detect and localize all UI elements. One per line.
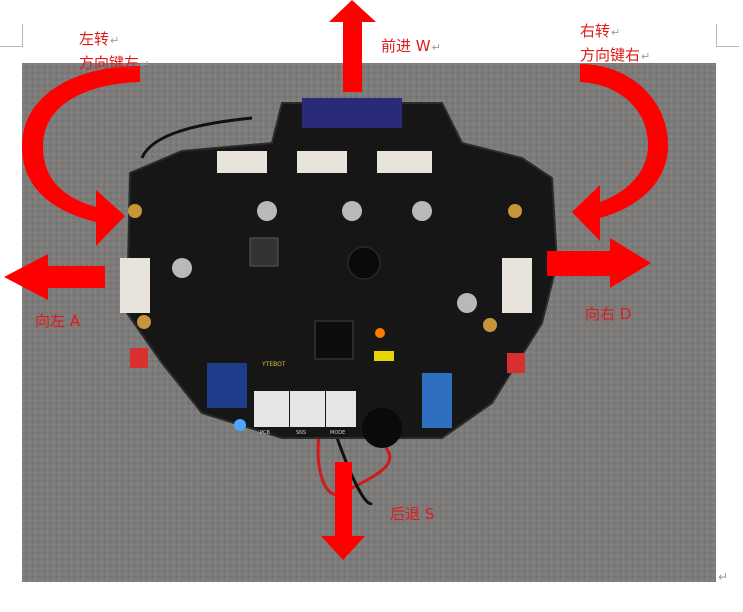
label-turn-right-key: 方向键右 <box>580 46 641 64</box>
paragraph-mark: ↵ <box>641 50 651 63</box>
page-corner-top-right <box>716 24 739 47</box>
switch-label-2: SNS <box>296 430 306 436</box>
label-turn-left-key: 方向键左 <box>79 54 140 72</box>
board-logo: YTEBOT <box>261 361 286 368</box>
module <box>422 373 452 428</box>
connector <box>502 258 532 313</box>
label-turn-left-text: 左转 <box>79 30 110 48</box>
mcu-chip <box>314 320 354 360</box>
connector <box>120 258 150 313</box>
arrow-turn-right <box>572 64 668 241</box>
connector <box>217 151 267 173</box>
label-turn-right: 右转↵ 方向键右↵ <box>580 20 650 68</box>
label-right: 向右 D <box>585 303 631 325</box>
paragraph-mark: ↵ <box>140 58 150 71</box>
top-cable <box>302 98 402 128</box>
connector <box>297 151 347 173</box>
label-turn-right-text: 右转 <box>580 22 611 40</box>
label-backward: 后退 S <box>390 503 434 525</box>
arrow-right <box>547 238 651 288</box>
end-paragraph-mark: ↵ <box>718 570 729 584</box>
switch-label-3: MODE <box>330 430 345 436</box>
arrow-left <box>4 254 105 300</box>
paragraph-mark: ↵ <box>110 34 120 47</box>
paragraph-mark: ↵ <box>431 41 441 54</box>
label-left: 向左 A <box>35 310 80 332</box>
page-corner-top-left <box>0 24 23 47</box>
module <box>207 363 247 408</box>
label-turn-left: 左转↵ 方向键左↵ <box>79 28 149 76</box>
switch-label-1: PCB <box>260 430 271 436</box>
paragraph-mark: ↵ <box>611 26 621 39</box>
label-forward-text: 前进 W <box>381 37 431 55</box>
label-left-text: 向左 A <box>35 312 81 330</box>
connector <box>377 151 432 173</box>
arrow-forward <box>329 0 376 92</box>
label-backward-text: 后退 S <box>390 505 435 523</box>
arrow-turn-left <box>22 66 140 246</box>
arrow-backward <box>321 462 365 560</box>
label-forward: 前进 W↵ <box>381 35 441 59</box>
label-right-text: 向右 D <box>585 305 632 323</box>
